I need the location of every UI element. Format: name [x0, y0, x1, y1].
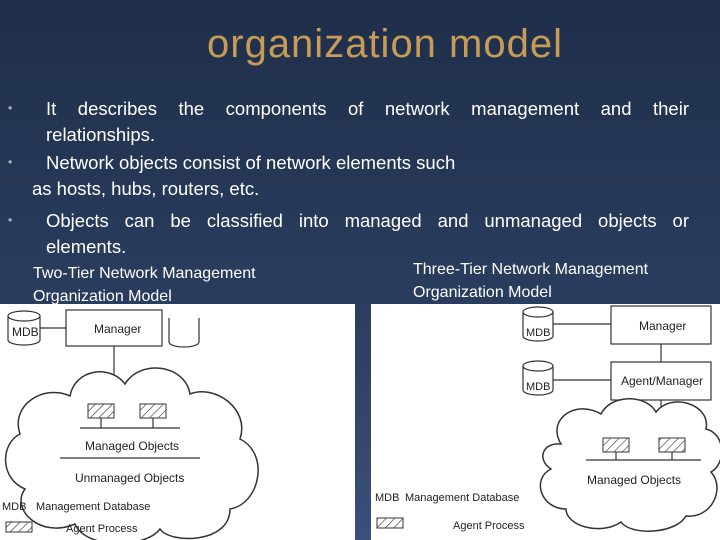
- two-tier-caption-line-1: Two-Tier Network Management: [33, 265, 256, 282]
- bullet-3-line-1: Objects can be classified into managed a…: [46, 210, 689, 231]
- legend-agent-text: Agent Process: [66, 523, 138, 535]
- agent-process-icon: [139, 403, 167, 419]
- two-tier-diagram: MDB Manager Managed Objects Unmanaged Ob…: [0, 304, 355, 540]
- agent-manager-label: Agent/Manager: [621, 374, 703, 388]
- network-cloud-icon: [539, 398, 720, 532]
- agent-process-icon: [658, 437, 686, 453]
- three-tier-caption-line-1: Three-Tier Network Management: [413, 261, 649, 278]
- legend-mdb-abbr: MDB: [375, 492, 399, 504]
- mdb-top-label: MDB: [526, 327, 550, 339]
- managed-objects-label: Managed Objects: [587, 473, 681, 487]
- bullet-3: Objects can be classified into managed a…: [46, 208, 689, 260]
- agent-process-icon: [87, 403, 115, 419]
- three-tier-diagram-svg: MDB Manager MDB Agent/Manager Managed Ob…: [375, 305, 720, 532]
- legend-agent-icon: [376, 517, 404, 529]
- two-tier-caption-line-2: Organization Model: [33, 288, 172, 305]
- mdb-bottom-icon: [522, 360, 554, 396]
- mdb-top-icon: [522, 306, 554, 342]
- unmanaged-objects-label: Unmanaged Objects: [75, 471, 184, 485]
- bullet-1-line-2: relationships.: [46, 124, 156, 145]
- legend-agent-text: Agent Process: [453, 520, 525, 532]
- three-tier-caption: Three-Tier Network Management Organizati…: [413, 258, 713, 304]
- legend-mdb-abbr: MDB: [2, 501, 26, 513]
- legend-mdb-text: Management Database: [405, 492, 519, 504]
- bullet-dot: •: [8, 101, 13, 115]
- three-tier-caption-line-2: Organization Model: [413, 284, 552, 301]
- manager-label: Manager: [94, 322, 141, 336]
- bullet-1-line-1: It describes the components of network m…: [46, 98, 689, 119]
- legend-mdb-text: Management Database: [36, 501, 150, 513]
- three-tier-diagram: MDB Manager MDB Agent/Manager Managed Ob…: [371, 304, 720, 540]
- bullet-2-line-1: Network objects consist of network eleme…: [46, 152, 456, 173]
- manager-label: Manager: [639, 319, 686, 333]
- slide-title: organization model: [207, 22, 563, 66]
- bullet-dot: •: [8, 213, 13, 227]
- agent-manager-box: [610, 361, 712, 401]
- bullet-3-line-2: elements.: [46, 236, 127, 257]
- mdb-label: MDB: [12, 325, 39, 339]
- bullet-1: It describes the components of network m…: [46, 96, 689, 148]
- two-tier-caption: Two-Tier Network Management Organization…: [33, 262, 333, 308]
- mdb-bottom-label: MDB: [526, 381, 550, 393]
- network-cloud-icon: [4, 367, 259, 540]
- legend-agent-icon: [5, 521, 33, 533]
- mdb-icon: [7, 310, 41, 346]
- managed-objects-label: Managed Objects: [85, 439, 179, 453]
- manager-box: [65, 309, 163, 347]
- agent-process-icon: [602, 437, 630, 453]
- bullet-dot: •: [8, 155, 13, 169]
- bullet-2-line-2: as hosts, hubs, routers, etc.: [32, 178, 260, 199]
- two-tier-diagram-svg: MDB Manager Managed Objects Unmanaged Ob…: [2, 309, 259, 540]
